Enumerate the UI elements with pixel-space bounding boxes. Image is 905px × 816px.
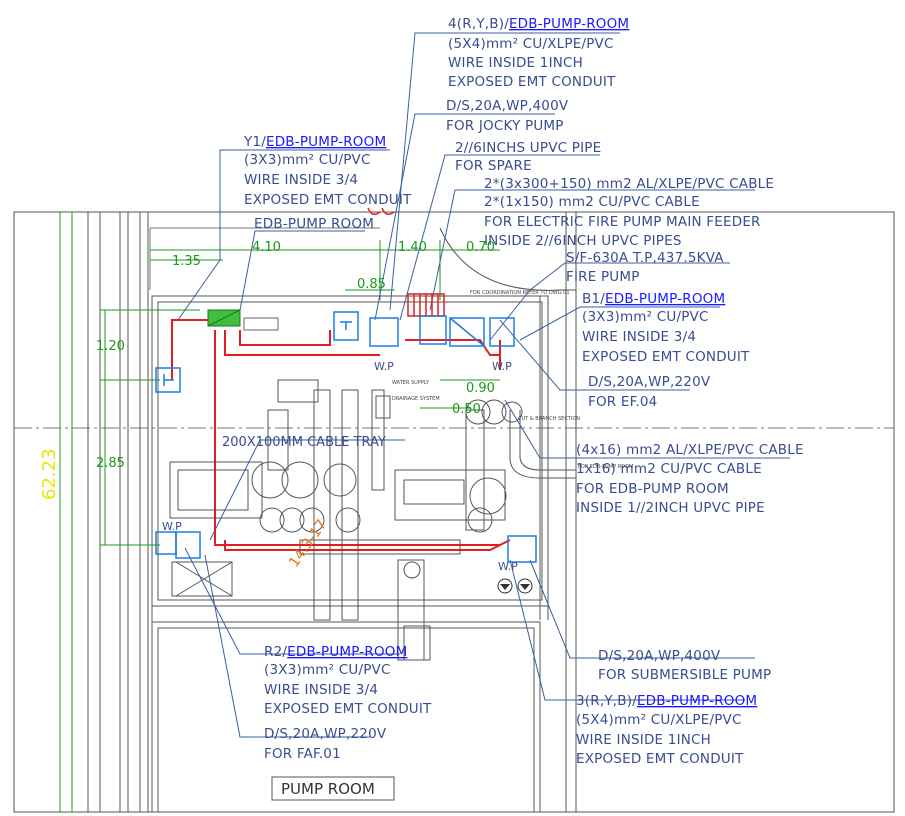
spare-line2: FOR SPARE — [455, 158, 532, 174]
y1-line1: (3X3)mm² CU/PVC — [244, 152, 371, 168]
tiny-notes: FOR COORDINATION REFER TO DWG 01 WATER S… — [392, 290, 633, 470]
callout-tray: 200X100MM CABLE TRAY — [222, 435, 386, 450]
orange-note: 14.3-17 — [286, 517, 330, 570]
pump3-title: 3(R,Y,B)/EDB-PUMP-ROOM — [576, 693, 757, 709]
dim-1-40: 1.40 — [398, 240, 427, 255]
callout-fire-pump: S/F-630A T.P,437.5KVA FIRE PUMP — [566, 250, 724, 285]
wp-label-1: W.P — [374, 360, 394, 373]
dimension-labels: 1.35 4.10 1.40 0.70 0.85 1.20 2.85 0.90 … — [96, 240, 495, 471]
dim-2-85: 2.85 — [96, 456, 125, 471]
dim-1-35: 1.35 — [172, 254, 201, 269]
b1-line1: (3X3)mm² CU/PVC — [582, 309, 709, 325]
dim-4-10: 4.10 — [252, 240, 281, 255]
pump3-line3: EXPOSED EMT CONDUIT — [576, 751, 744, 767]
y1-line3: EXPOSED EMT CONDUIT — [244, 192, 412, 208]
note-water: WATER SUPPLY — [392, 380, 430, 386]
note-drain: DRAINAGE SYSTEM — [392, 396, 440, 402]
r2-line1: (3X3)mm² CU/PVC — [264, 662, 391, 678]
ef-line2: FOR EF.04 — [588, 394, 657, 410]
b1-title: B1/EDB-PUMP-ROOM — [582, 291, 725, 307]
r2-title: R2/EDB-PUMP-ROOM — [264, 644, 407, 660]
b1-line3: EXPOSED EMT CONDUIT — [582, 349, 750, 365]
dimension-lines — [100, 240, 500, 546]
dim-0-85: 0.85 — [357, 277, 386, 292]
edb-feed-line2: 1x16) mm2 CU/PVC CABLE — [576, 461, 762, 477]
edb-feed-line1: (4x16) mm2 AL/XLPE/PVC CABLE — [576, 442, 804, 458]
fire-pump-line1: S/F-630A T.P,437.5KVA — [566, 250, 724, 266]
red-heater — [407, 293, 445, 317]
note-edb-small: FOR EDB-PUMP ROOM — [578, 464, 633, 470]
jocky-line2: FOR JOCKY PUMP — [446, 118, 564, 134]
pump3-line1: (5X4)mm² CU/XLPE/PVC — [576, 712, 742, 728]
fire-pump-line2: FIRE PUMP — [566, 269, 640, 285]
pump4-line1: (5X4)mm² CU/XLPE/PVC — [448, 36, 614, 52]
tray-label: 200X100MM CABLE TRAY — [222, 435, 386, 450]
ef-line1: D/S,20A,WP,220V — [588, 374, 711, 390]
callout-b1: B1/EDB-PUMP-ROOM (3X3)mm² CU/PVC WIRE IN… — [582, 291, 750, 365]
distribution-board — [207, 309, 279, 331]
feeder-line2: 2*(1x150) mm2 CU/PVC CABLE — [484, 194, 700, 210]
callout-pump3: 3(R,Y,B)/EDB-PUMP-ROOM (5X4)mm² CU/XLPE/… — [576, 693, 757, 767]
dim-0-50: 0.50 — [452, 402, 481, 417]
callout-edb: EDB-PUMP ROOM — [254, 216, 374, 232]
callout-pump4: 4(R,Y,B)/EDB-PUMP-ROOM (5X4)mm² CU/XLPE/… — [448, 16, 629, 90]
feeder-line4: INSIDE 2//6INCH UPVC PIPES — [484, 233, 682, 249]
edb-label: EDB-PUMP ROOM — [254, 216, 374, 232]
edb-feed-line4: INSIDE 1//2INCH UPVC PIPE — [576, 500, 765, 516]
callout-jocky: D/S,20A,WP,400V FOR JOCKY PUMP — [446, 98, 569, 134]
pump4-title: 4(R,Y,B)/EDB-PUMP-ROOM — [448, 16, 629, 32]
submersible-pumps — [497, 578, 533, 594]
faf-line2: FOR FAF.01 — [264, 746, 341, 762]
room-label: PUMP ROOM — [271, 776, 395, 801]
dim-1-20: 1.20 — [96, 339, 125, 354]
wp-labels: W.P W.P W.P W.P — [162, 360, 518, 573]
pump3-line2: WIRE INSIDE 1INCH — [576, 732, 711, 748]
callout-submersible: D/S,20A,WP,400V FOR SUBMERSIBLE PUMP — [598, 648, 771, 683]
dim-0-70: 0.70 — [466, 240, 495, 255]
note-coord: FOR COORDINATION REFER TO DWG 01 — [470, 290, 570, 296]
submersible-line2: FOR SUBMERSIBLE PUMP — [598, 667, 771, 683]
feeder-line1: 2*(3x300+150) mm2 AL/XLPE/PVC CABLE — [484, 176, 774, 192]
edb-feed-line3: FOR EDB-PUMP ROOM — [576, 481, 729, 497]
pump4-line2: WIRE INSIDE 1INCH — [448, 55, 583, 71]
callout-r2: R2/EDB-PUMP-ROOM (3X3)mm² CU/PVC WIRE IN… — [264, 644, 432, 717]
callout-spare: 2//6INCHS UPVC PIPE FOR SPARE — [455, 140, 601, 174]
room-label-text: PUMP ROOM — [281, 780, 375, 798]
pump4-line3: EXPOSED EMT CONDUIT — [448, 74, 616, 90]
faf-line1: D/S,20A,WP,220V — [264, 726, 387, 742]
red-marks-top — [367, 207, 395, 215]
callout-ef: D/S,20A,WP,220V FOR EF.04 — [588, 374, 711, 410]
jocky-line1: D/S,20A,WP,400V — [446, 98, 569, 114]
callout-y1: Y1/EDB-PUMP-ROOM (3X3)mm² CU/PVC WIRE IN… — [243, 134, 412, 208]
building-walls — [13, 211, 895, 813]
callout-feeder: 2*(3x300+150) mm2 AL/XLPE/PVC CABLE 2*(1… — [484, 176, 774, 249]
electrical-equipment — [155, 311, 537, 563]
dim-0-90: 0.90 — [466, 381, 495, 396]
r2-line3: EXPOSED EMT CONDUIT — [264, 701, 432, 717]
wp-label-4: W.P — [498, 560, 518, 573]
submersible-line1: D/S,20A,WP,400V — [598, 648, 721, 664]
wp-label-2: W.P — [492, 360, 512, 373]
spare-line1: 2//6INCHS UPVC PIPE — [455, 140, 601, 156]
wp-label-3: W.P — [162, 520, 182, 533]
y1-line2: WIRE INSIDE 3/4 — [244, 172, 358, 188]
leader-lines — [177, 32, 790, 738]
feeder-line3: FOR ELECTRIC FIRE PUMP MAIN FEEDER — [484, 214, 761, 230]
callout-faf: D/S,20A,WP,220V FOR FAF.01 — [264, 726, 387, 762]
callout-edb-feed: (4x16) mm2 AL/XLPE/PVC CABLE 1x16) mm2 C… — [576, 442, 804, 516]
pump-piping — [169, 379, 523, 661]
r2-line2: WIRE INSIDE 3/4 — [264, 682, 378, 698]
note-cut: CUT & BRANCH SECTION — [518, 416, 580, 422]
elevation-label: 62.23 — [39, 448, 60, 500]
y1-title: Y1/EDB-PUMP-ROOM — [243, 134, 386, 150]
b1-line2: WIRE INSIDE 3/4 — [582, 329, 696, 345]
